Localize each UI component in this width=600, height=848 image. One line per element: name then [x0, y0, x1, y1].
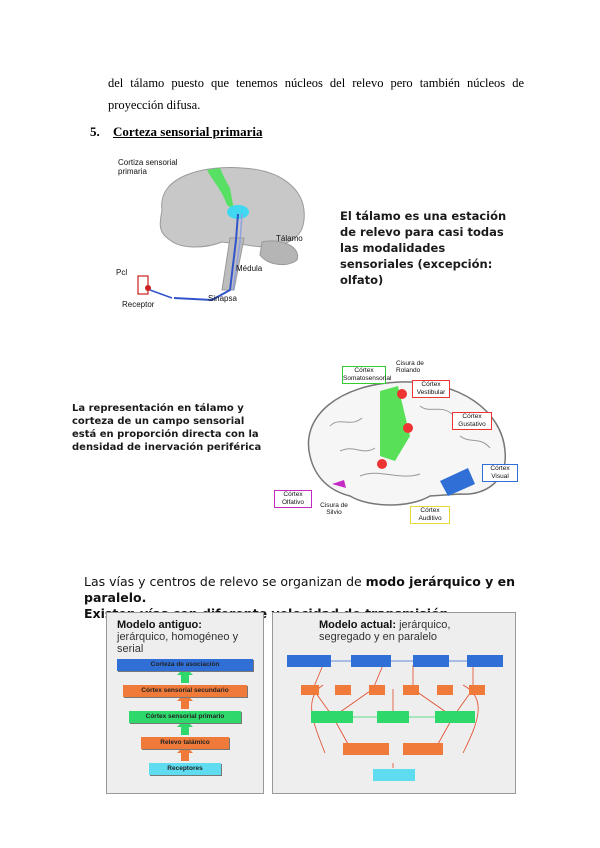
- sylvio-label: Cisura de Silvio: [320, 502, 348, 516]
- figure2-caption: La representación en tálamo y corteza de…: [72, 403, 262, 453]
- old-model-title: Modelo antiguo: jerárquico, homogéneo y …: [117, 619, 257, 655]
- thalamus-label: Tálamo: [276, 234, 303, 243]
- old-model-title-rest: jerárquico, homogéneo y serial: [117, 631, 239, 655]
- brain-pathway-illustration: [137, 167, 305, 302]
- figure1-caption: El tálamo es una estación de relevo para…: [340, 209, 507, 287]
- pci-label: Pcl: [116, 268, 128, 277]
- old-model-arrows: [177, 667, 193, 761]
- new-model-title-rest: jerárquico, segregado y en paralelo: [319, 619, 451, 643]
- section-title: Corteza sensorial primaria: [113, 124, 263, 139]
- figure-thalamus-pathway: Cortiza sensorial primaria Tálamo Médula…: [112, 150, 332, 320]
- new-model-title-bold: Modelo actual:: [319, 619, 397, 631]
- new-model-title: Modelo actual: jerárquico, segregado y e…: [319, 619, 499, 643]
- vestibular-label: Córtex Vestibular: [412, 380, 450, 398]
- old-box-association: Corteza de asociación: [117, 659, 253, 671]
- old-model-panel: Modelo antiguo: jerárquico, homogéneo y …: [106, 612, 264, 794]
- olfactory-label: Córtex Olfativo: [274, 490, 312, 508]
- old-box-primary: Córtex sensorial primario: [129, 711, 241, 723]
- figure-cortex-map: Córtex Somatosensorial Cisura de Rolando…: [270, 356, 530, 536]
- new-model-panel: Modelo actual: jerárquico, segregado y e…: [272, 612, 516, 794]
- section-heading: 5. Corteza sensorial primaria: [90, 124, 262, 140]
- body-paragraph: del tálamo puesto que tenemos núcleos de…: [108, 76, 524, 112]
- visual-label: Córtex Visual: [482, 464, 518, 482]
- lateral-brain-illustration: [307, 381, 506, 506]
- auditory-label: Córtex Auditivo: [410, 506, 450, 524]
- synapse-label: Sinapsa: [208, 294, 237, 303]
- old-box-receptors: Receptores: [149, 763, 221, 775]
- rolando-label: Cisura de Rolando: [396, 360, 424, 374]
- gustatory-label: Córtex Gustativo: [452, 412, 492, 430]
- section-number: 5.: [90, 124, 100, 139]
- figure3-caption-text: Las vías y centros de relevo se organiza…: [84, 574, 366, 589]
- figure3-caption-bold: modo jerárquico y en paralelo.: [84, 574, 516, 605]
- somatosensory-label: Córtex Somatosensorial: [342, 366, 392, 384]
- old-box-secondary: Córtex sensorial secundario: [123, 685, 247, 697]
- new-model-network: [287, 655, 503, 781]
- medulla-label: Médula: [236, 264, 263, 273]
- old-model-title-bold: Modelo antiguo:: [117, 619, 202, 631]
- old-box-thalamic: Relevo talámico: [141, 737, 229, 749]
- cortex-label: Cortiza sensorial primaria: [118, 158, 178, 176]
- receptor-label: Receptor: [122, 300, 155, 309]
